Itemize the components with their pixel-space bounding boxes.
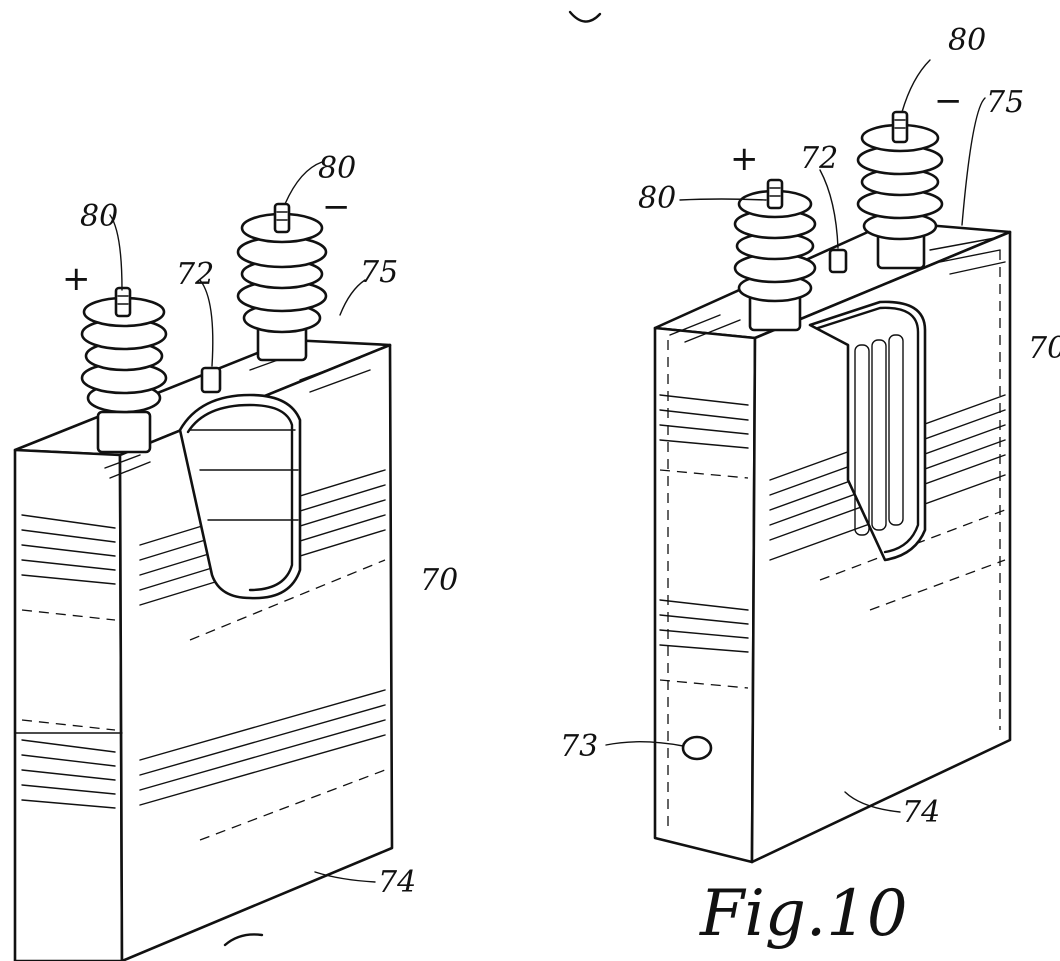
right-leader-80-minus: [901, 59, 931, 113]
left-leader-74: [314, 871, 376, 883]
right-front-hatch: [659, 340, 749, 830]
right-minus-sign: −: [934, 81, 963, 121]
left-cutaway: [178, 393, 302, 600]
right-label-80-minus: 80: [948, 23, 986, 58]
left-cutaway-wall: [186, 403, 294, 592]
left-label-80-plus: 80: [80, 199, 118, 234]
right-cutaway-plates: [816, 306, 920, 554]
right-label-73: 73: [560, 729, 598, 764]
left-label-75: 75: [360, 255, 398, 290]
figure-caption: Fig.10: [699, 877, 908, 951]
right-leader-80-plus: [679, 198, 767, 201]
right-cutaway: [808, 300, 927, 562]
stroke-fragment: [568, 10, 602, 23]
left-front-hatch: [14, 514, 123, 809]
left-side-face: [118, 343, 394, 961]
left-front-face: [13, 448, 124, 961]
right-label-75: 75: [986, 85, 1024, 120]
right-label-72: 72: [800, 141, 838, 176]
right-leader-73: [605, 741, 684, 747]
partial-caption-fragment: [223, 933, 264, 947]
left-label-80-minus: 80: [318, 151, 356, 186]
right-leader-72: [819, 169, 839, 249]
left-leader-80-plus: [109, 214, 123, 291]
left-leader-80-minus: [284, 161, 323, 205]
left-minus-terminal: [236, 202, 328, 362]
left-leader-75: [339, 279, 366, 316]
right-minus-terminal: [856, 110, 944, 270]
left-capacitor: 80 + 80 − 72 75 70 74: [13, 151, 458, 961]
left-leader-72: [199, 279, 214, 367]
right-side-port: [681, 735, 713, 761]
right-label-70: 70: [1028, 331, 1060, 366]
left-fill-port: [200, 366, 222, 394]
left-label-70: 70: [420, 563, 458, 598]
left-plus-terminal: [80, 286, 168, 454]
left-label-74: 74: [378, 865, 416, 900]
right-leader-75: [961, 97, 986, 226]
right-label-80-plus: 80: [638, 181, 676, 216]
right-label-74: 74: [902, 795, 940, 830]
left-lid-hatch: [104, 351, 371, 479]
right-lid-hatch: [669, 237, 1006, 343]
right-plus-sign: +: [730, 139, 759, 179]
right-capacitor: 80 − 80 + 72 75 70 73 74: [560, 23, 1060, 864]
right-fill-port: [828, 248, 848, 274]
right-front-face: [653, 326, 757, 864]
right-leader-74: [844, 791, 901, 813]
left-label-72: 72: [176, 257, 214, 292]
right-plus-terminal: [733, 178, 817, 332]
left-cutaway-hatch: [189, 429, 299, 521]
left-minus-sign: −: [322, 187, 351, 227]
left-plus-sign: +: [62, 259, 91, 299]
